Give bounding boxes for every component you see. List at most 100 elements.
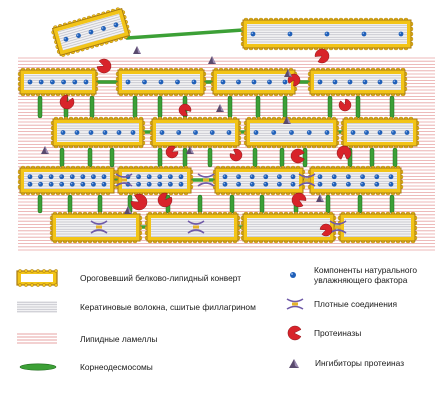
tight-junction-core — [335, 225, 341, 229]
proteinase — [336, 145, 352, 160]
nmf-dot-highlight — [179, 175, 182, 177]
nmf-dot-highlight — [389, 182, 392, 185]
nmf-dot — [136, 174, 142, 180]
nmf-dot — [80, 174, 86, 180]
nmf-dot — [290, 174, 296, 180]
nmf-dot — [263, 174, 269, 180]
proteinase — [291, 192, 307, 208]
nmf-dot — [222, 174, 228, 180]
nmf-dot — [332, 79, 338, 85]
nmf-dot-highlight — [39, 182, 41, 185]
nmf-dot — [236, 79, 241, 85]
corneodesmosome — [197, 194, 203, 214]
nmf-dot-highlight — [237, 182, 239, 185]
inhibitor-facet — [128, 206, 132, 214]
corneodesmosome — [37, 95, 43, 119]
keratin-fibers — [24, 172, 110, 189]
legend-lipid: Липидные ламеллы — [17, 333, 157, 345]
nmf-dot-highlight — [325, 131, 328, 133]
nmf-dot — [88, 130, 94, 135]
nmf-dot-highlight — [28, 175, 31, 177]
nmf-dot-highlight — [143, 80, 145, 83]
corneodesmosome — [392, 147, 398, 168]
keratin-fibers — [219, 172, 299, 189]
nmf-dot — [360, 181, 365, 187]
keratin-fibers — [344, 218, 411, 237]
corneocyte — [210, 67, 298, 97]
nmf-dot-highlight — [70, 175, 73, 177]
keratin-icon — [17, 301, 57, 313]
nmf-dot — [60, 130, 66, 135]
legend-lipid-label: Липидные ламеллы — [80, 334, 158, 344]
corneocyte — [243, 116, 340, 149]
corneocyte — [240, 17, 414, 51]
legend-desmosome: Корнеодесмосомы — [19, 362, 153, 372]
nmf-dot-highlight — [89, 30, 91, 33]
tight-junction-arc — [298, 173, 316, 178]
nmf-dot-highlight — [363, 80, 366, 83]
nmf-dot-highlight — [237, 175, 239, 177]
corneodesmosome — [252, 147, 258, 168]
nmf-dot — [331, 174, 337, 180]
nmf-dot-highlight — [351, 131, 354, 133]
corneocyte — [115, 67, 207, 97]
corneodesmosome — [325, 194, 331, 214]
nmf-dot-highlight — [290, 131, 292, 133]
corneodesmosome — [227, 95, 233, 119]
nmf-dot-highlight — [318, 80, 321, 83]
nmf-dot-highlight — [277, 182, 280, 185]
nmf-dot — [27, 79, 33, 85]
proteinase — [314, 48, 330, 64]
nmf-dot — [251, 79, 257, 85]
proteinase — [287, 73, 301, 87]
nmf-dot — [346, 174, 351, 180]
corneodesmosome — [157, 147, 163, 168]
corneodesmosome — [67, 194, 73, 214]
nmf-dot — [317, 181, 323, 187]
tight-junction — [197, 173, 215, 187]
corneodesmosome — [207, 147, 213, 168]
nmf-dot-highlight — [70, 182, 73, 185]
inhibitor-facet — [45, 146, 49, 154]
nmf-dot-highlight — [291, 182, 294, 185]
nmf-dot — [91, 181, 96, 187]
nmf-dot-highlight — [50, 80, 53, 83]
corneocyte — [17, 165, 117, 196]
corneodesmosome — [157, 95, 163, 119]
nmf-dot-highlight — [147, 182, 150, 185]
corneodesmosome — [357, 194, 363, 214]
corneocyte — [50, 116, 146, 149]
nmf-dot-highlight — [252, 80, 255, 83]
nmf-dot-highlight — [389, 175, 392, 177]
proteinase-inhibitor — [41, 146, 49, 154]
corneodesmosome — [259, 194, 265, 214]
nmf-dot — [38, 79, 44, 85]
nmf-dot — [306, 130, 312, 135]
nmf-dot — [271, 130, 277, 135]
nmf-dot — [69, 174, 75, 180]
nmf-dot — [80, 181, 86, 187]
nmf-dot-highlight — [332, 175, 335, 177]
tight-junction-arc — [90, 220, 108, 225]
legend-tight-junction: Плотные соединения — [284, 297, 397, 311]
proteinase — [59, 94, 75, 110]
proteinase — [130, 193, 148, 211]
nmf-dot — [263, 181, 269, 187]
tight-junction-arc — [197, 173, 215, 178]
corneodesmosome — [302, 147, 308, 168]
nmf-dot-highlight — [332, 182, 335, 185]
nmf-dot-highlight — [250, 182, 253, 185]
tight-junction-arc — [90, 229, 108, 234]
tight-junction-arc — [115, 182, 133, 187]
proteinase — [96, 58, 112, 74]
legend: Ороговевший белково-липидный конверт Кер… — [0, 255, 435, 400]
nmf-dot-highlight — [393, 80, 396, 83]
nmf-dot — [362, 79, 368, 85]
nmf-dot — [277, 181, 282, 187]
nmf-dot — [282, 79, 288, 85]
nmf-dot-highlight — [126, 80, 129, 83]
nmf-dot — [102, 130, 108, 135]
nmf-dot-highlight — [237, 80, 239, 83]
tight-junction-arc — [187, 229, 205, 234]
corneocyte — [149, 116, 242, 149]
